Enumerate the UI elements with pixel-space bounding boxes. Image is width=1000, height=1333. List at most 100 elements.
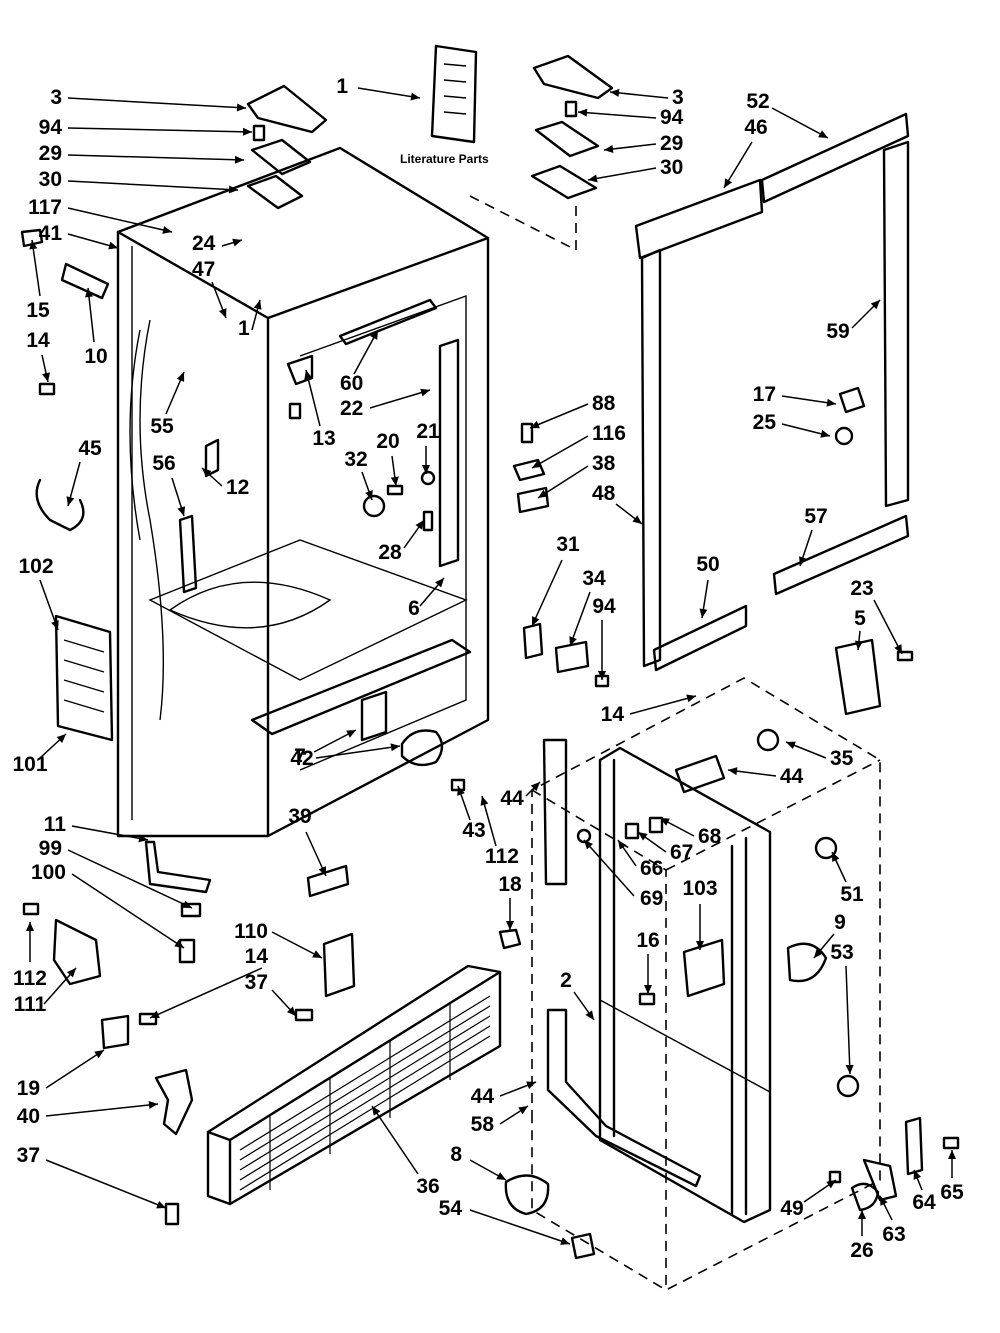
callout-label-1: 1 xyxy=(238,317,250,340)
leader-line-38 xyxy=(537,465,589,499)
leader-arrowhead-44 xyxy=(526,1081,536,1089)
leader-arrowhead-13 xyxy=(304,370,313,380)
callout-label-110: 110 xyxy=(234,920,268,943)
callout-label-41: 41 xyxy=(39,222,63,245)
leader-arrowhead-29 xyxy=(234,155,244,164)
callout-label-99: 99 xyxy=(39,837,62,860)
callout-label-35: 35 xyxy=(830,747,854,770)
callout-label-13: 13 xyxy=(312,427,335,450)
literature-parts-caption: Literature Parts xyxy=(400,152,489,166)
callout-label-45: 45 xyxy=(78,437,102,460)
callout-label-2: 2 xyxy=(560,969,572,992)
callout-label-56: 56 xyxy=(152,452,175,475)
leader-line-30 xyxy=(67,180,239,191)
leader-arrowhead-94 xyxy=(578,108,588,117)
leader-arrowhead-116 xyxy=(532,460,542,468)
leader-line-22 xyxy=(369,389,431,409)
leader-arrowhead-7 xyxy=(346,730,356,738)
callout-label-42: 42 xyxy=(290,747,313,770)
leader-arrowhead-1 xyxy=(410,92,420,101)
leader-arrowhead-112 xyxy=(480,796,489,806)
leader-arrowhead-39 xyxy=(318,866,326,876)
leader-line-37 xyxy=(45,1159,167,1209)
callout-label-100: 100 xyxy=(31,861,66,884)
callouts: 1394293011741151410394293052465917255723… xyxy=(12,75,964,1262)
leader-arrowhead-101 xyxy=(56,734,66,744)
upper-door-gasket-frame xyxy=(634,112,910,672)
leader-line-10 xyxy=(87,287,95,343)
leader-arrowhead-64 xyxy=(913,1170,922,1180)
callout-label-37: 37 xyxy=(245,971,268,994)
callout-label-30: 30 xyxy=(660,156,683,179)
leader-arrowhead-43 xyxy=(457,786,465,796)
leader-arrowhead-18 xyxy=(506,921,514,930)
leader-line-17 xyxy=(781,395,837,405)
leader-arrowhead-59 xyxy=(870,300,880,310)
leader-arrowhead-1 xyxy=(253,300,262,310)
leader-arrowhead-17 xyxy=(826,398,836,407)
callout-label-116: 116 xyxy=(592,422,626,445)
leader-line-117 xyxy=(67,207,173,233)
leader-arrowhead-16 xyxy=(644,985,652,994)
callout-label-10: 10 xyxy=(84,345,107,368)
callout-label-32: 32 xyxy=(344,448,367,471)
callout-label-94: 94 xyxy=(39,116,63,139)
leader-arrowhead-55 xyxy=(176,372,185,382)
leader-arrowhead-35 xyxy=(786,741,796,750)
callout-label-58: 58 xyxy=(471,1113,495,1136)
leader-arrowhead-41 xyxy=(108,241,118,250)
callout-label-44: 44 xyxy=(780,765,804,788)
callout-label-28: 28 xyxy=(378,541,402,564)
leader-line-53 xyxy=(845,965,851,1075)
callout-label-29: 29 xyxy=(39,142,62,165)
callout-label-22: 22 xyxy=(340,397,363,420)
leader-line-1 xyxy=(357,87,421,99)
leader-arrowhead-10 xyxy=(85,288,93,298)
leader-arrowhead-8 xyxy=(496,1172,506,1180)
callout-label-44: 44 xyxy=(471,1085,495,1108)
leader-arrowhead-14 xyxy=(686,694,696,703)
leader-arrowhead-51 xyxy=(832,852,840,862)
callout-label-112: 112 xyxy=(485,845,519,868)
leader-arrowhead-25 xyxy=(820,429,830,438)
leader-line-99 xyxy=(67,849,193,909)
leader-line-116 xyxy=(531,435,589,469)
callout-label-88: 88 xyxy=(592,392,616,415)
leader-line-31 xyxy=(531,559,563,627)
leader-line-110 xyxy=(271,931,323,959)
callout-label-14: 14 xyxy=(601,703,625,726)
leader-arrowhead-19 xyxy=(94,1050,104,1059)
leader-line-69 xyxy=(583,839,635,897)
callout-label-20: 20 xyxy=(376,430,399,453)
leader-line-19 xyxy=(45,1049,105,1089)
leader-arrowhead-14 xyxy=(42,372,50,382)
leader-arrowhead-57 xyxy=(799,556,807,566)
leader-arrowhead-67 xyxy=(638,832,648,841)
leader-arrowhead-46 xyxy=(724,178,733,188)
callout-label-15: 15 xyxy=(26,299,50,322)
callout-label-25: 25 xyxy=(753,411,777,434)
leader-arrowhead-6 xyxy=(435,578,444,588)
callout-label-94: 94 xyxy=(592,595,616,618)
callout-label-37: 37 xyxy=(17,1144,40,1167)
leader-arrowhead-28 xyxy=(415,520,424,530)
leader-arrowhead-44 xyxy=(530,782,540,792)
callout-label-52: 52 xyxy=(746,90,769,113)
callout-label-19: 19 xyxy=(17,1077,40,1100)
leader-line-40 xyxy=(45,1103,159,1117)
leader-arrowhead-29 xyxy=(604,144,614,153)
callout-label-69: 69 xyxy=(640,887,663,910)
callout-label-65: 65 xyxy=(940,1181,964,1204)
callout-label-60: 60 xyxy=(340,372,363,395)
leader-arrowhead-53 xyxy=(845,1064,854,1074)
leader-arrowhead-58 xyxy=(518,1106,528,1115)
top-hinge-left xyxy=(246,84,328,210)
callout-label-39: 39 xyxy=(288,805,311,828)
leader-arrowhead-15 xyxy=(29,240,38,250)
leader-line-54 xyxy=(469,1209,571,1245)
literature-parts: Literature Parts xyxy=(400,44,489,166)
callout-label-48: 48 xyxy=(592,482,616,505)
leader-line-100 xyxy=(71,873,185,949)
leader-arrowhead-48 xyxy=(632,515,642,524)
lower-cabinet xyxy=(498,677,960,1291)
